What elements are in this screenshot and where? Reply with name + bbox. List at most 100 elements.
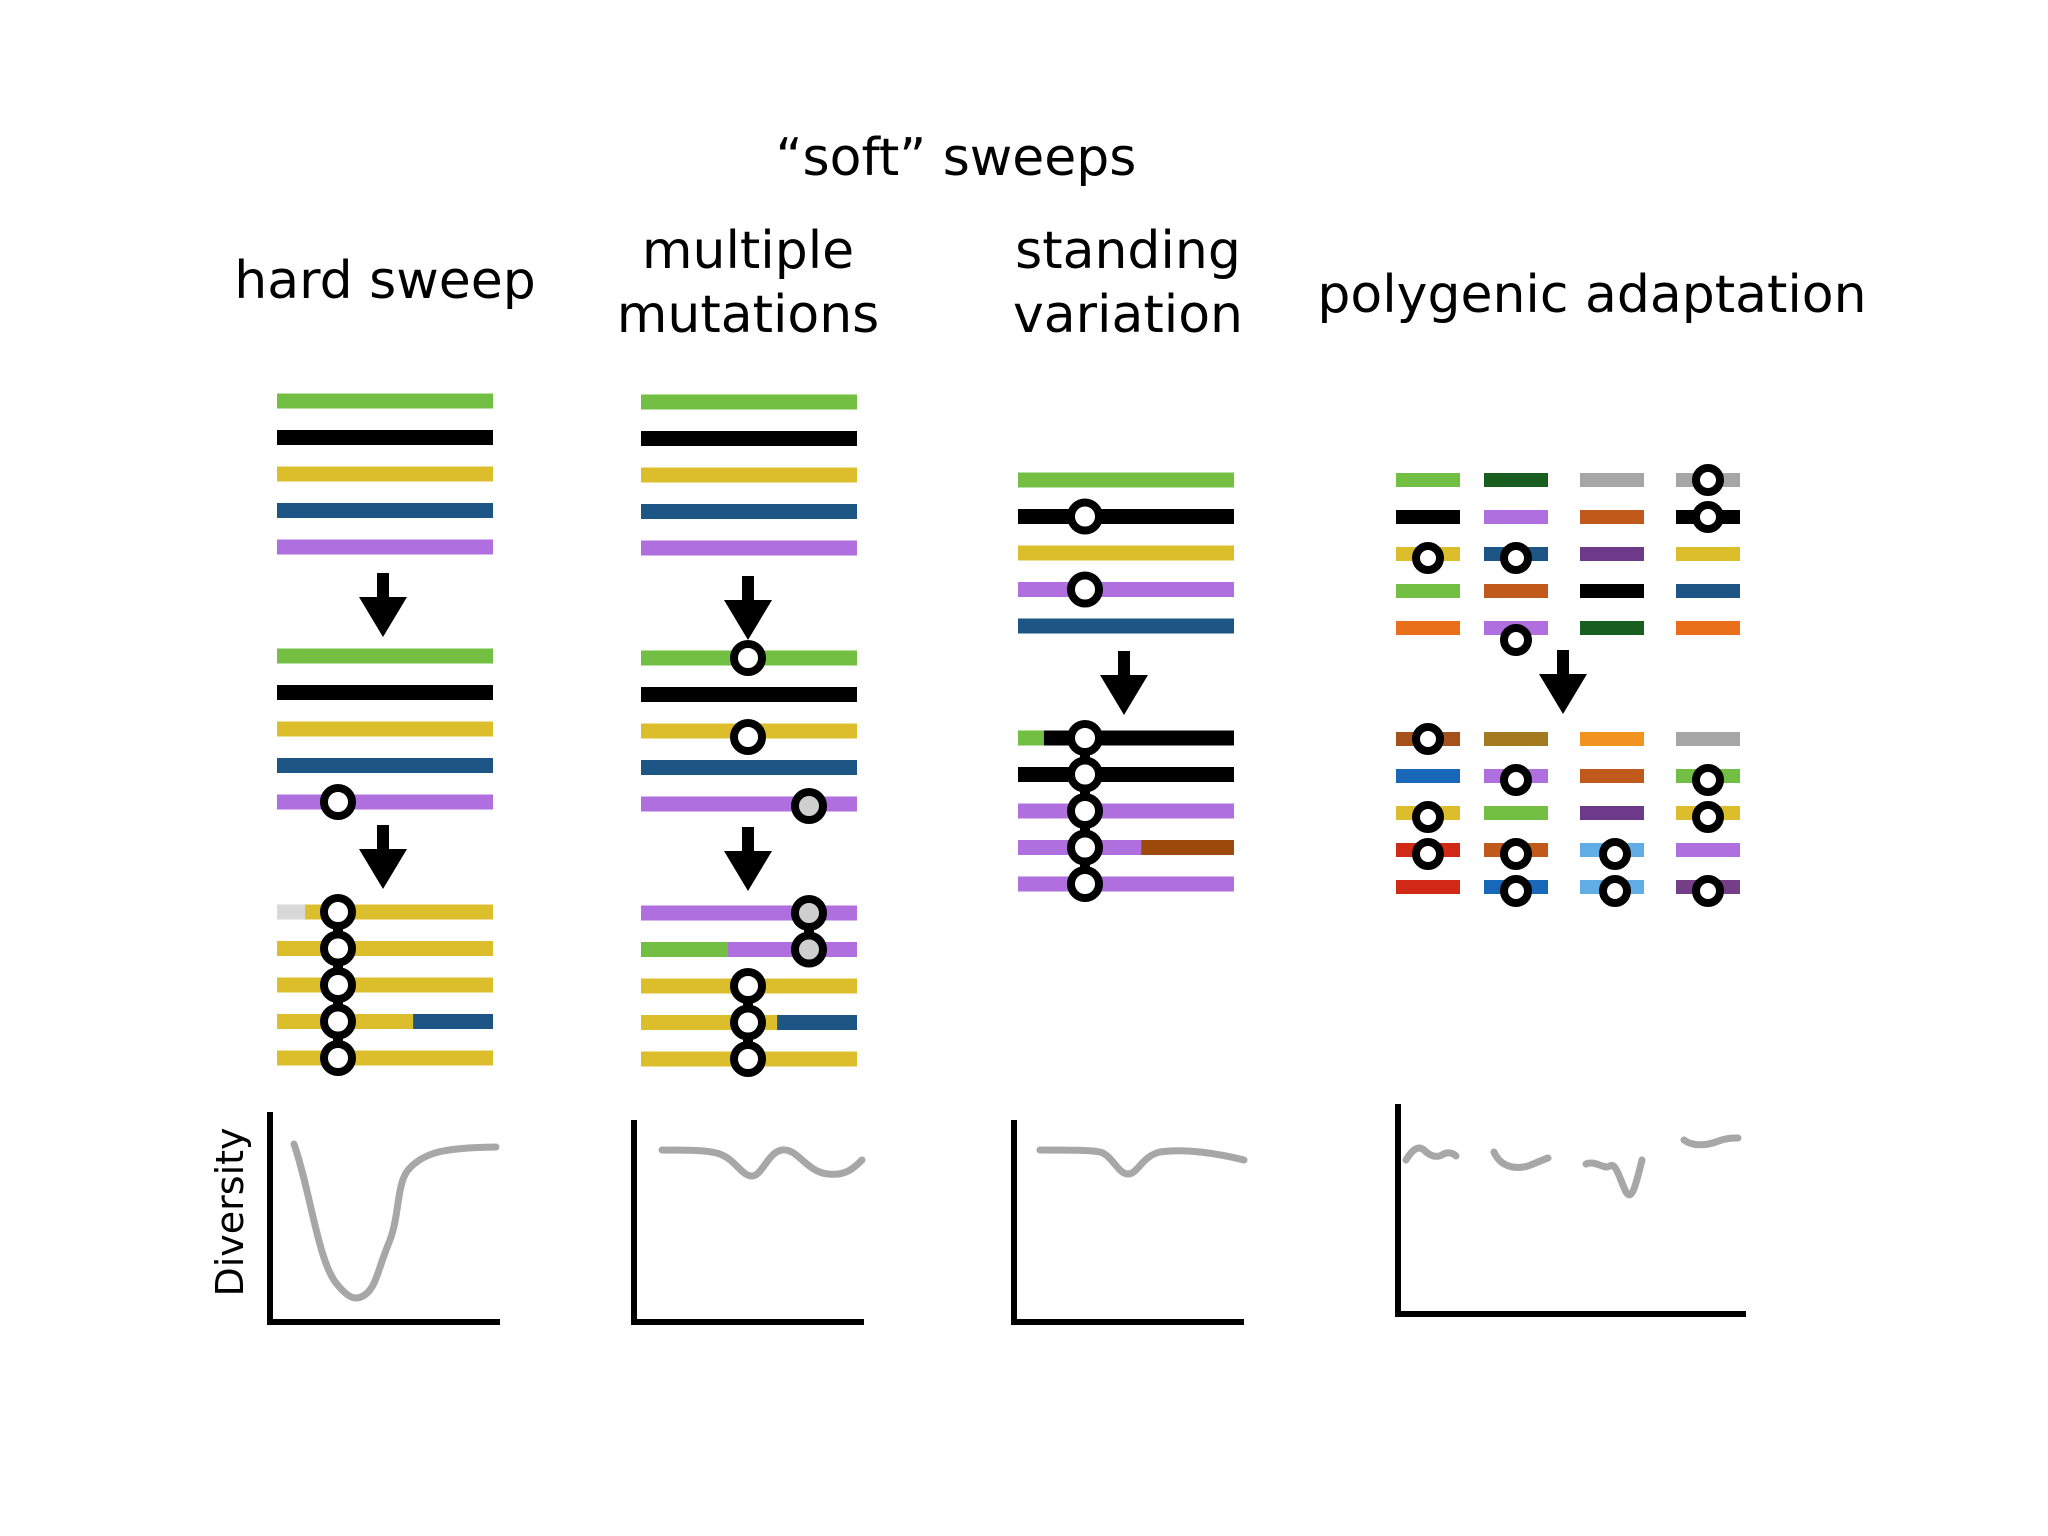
haplotype <box>277 539 493 555</box>
locus-haplotype <box>1484 806 1548 820</box>
locus-haplotype <box>1580 806 1644 820</box>
mutation-marker <box>1500 838 1532 870</box>
mutation-marker <box>1692 764 1724 796</box>
haplotype-right <box>777 1015 857 1030</box>
mutation-marker <box>1500 624 1532 656</box>
locus-haplotype <box>1676 732 1740 746</box>
locus-haplotype <box>1484 584 1548 598</box>
standing-variation-column <box>1018 472 1234 902</box>
multiple-arrow-1 <box>724 576 772 640</box>
diversity-axis-label: Diversity <box>208 1127 252 1296</box>
mutation-marker <box>1692 801 1724 833</box>
haplotype <box>1018 509 1234 524</box>
polygenic-curve-segment-1 <box>1402 1144 1460 1164</box>
mutation-marker <box>1067 793 1103 829</box>
polygenic-curve-segment-4 <box>1680 1134 1742 1149</box>
arrow-shaft <box>742 827 754 853</box>
haplotype <box>277 758 493 773</box>
locus-haplotype <box>1484 473 1548 487</box>
mutation-marker <box>1500 764 1532 796</box>
locus-haplotype <box>1396 880 1460 894</box>
arrows <box>359 573 1587 891</box>
haplotype <box>277 393 493 409</box>
locus-haplotype <box>1396 510 1460 524</box>
mutation-marker <box>730 968 766 1004</box>
haplotype <box>277 977 493 993</box>
mutation-marker <box>1500 875 1532 907</box>
mutation-marker <box>320 784 356 820</box>
mutation-marker <box>320 894 356 930</box>
locus-haplotype <box>1396 473 1460 487</box>
polygenic-curve-segment-3 <box>1582 1156 1646 1199</box>
mutation-marker <box>320 1040 356 1076</box>
haplotype-left <box>641 942 728 957</box>
locus-haplotype <box>1396 584 1460 598</box>
hard-sweep-column <box>277 393 493 1076</box>
mutation-marker <box>1067 829 1103 866</box>
locus-haplotype <box>1484 732 1548 746</box>
mutation-marker <box>1067 571 1103 608</box>
haplotype-right <box>1141 840 1234 855</box>
polygenic-adaptation-diversity-plot <box>1395 1104 1746 1317</box>
arrow-head <box>1539 674 1587 714</box>
hard-sweep-diversity-curve <box>290 1140 500 1302</box>
locus-haplotype <box>1580 732 1644 746</box>
haplotype <box>277 430 493 445</box>
mutation-marker <box>1500 542 1532 574</box>
multiple-mutations-title-line2: mutations <box>617 285 880 345</box>
mutation-marker <box>1412 801 1444 833</box>
standing-variation-diversity-curve <box>1036 1146 1248 1178</box>
arrow-head <box>724 600 772 640</box>
hard-sweep-diversity-plot: Diversity <box>208 1112 500 1325</box>
haplotype <box>1018 472 1234 488</box>
locus-haplotype <box>1580 769 1644 783</box>
haplotype <box>641 504 857 519</box>
standing-variation-axes <box>1011 1120 1244 1325</box>
mutation-marker-alt <box>791 931 827 968</box>
locus-haplotype <box>1580 473 1644 487</box>
mutation-marker <box>1067 866 1103 902</box>
locus-haplotype <box>1676 843 1740 857</box>
locus-haplotype <box>1580 510 1644 524</box>
hard-arrow-2 <box>359 825 407 889</box>
haplotype-left <box>277 904 306 920</box>
mutation-marker <box>1412 542 1444 574</box>
mutation-marker <box>730 1004 766 1041</box>
locus-haplotype <box>1580 584 1644 598</box>
polygenic-adaptation-axes <box>1395 1104 1746 1317</box>
haplotype <box>641 760 857 775</box>
haplotype <box>1018 767 1234 782</box>
mutation-marker <box>320 1003 356 1040</box>
hard-sweep-axes <box>267 1112 500 1325</box>
haplotype <box>641 467 857 483</box>
haplotype <box>1018 545 1234 561</box>
arrow-head <box>1100 675 1148 715</box>
polygenic-arrow <box>1539 650 1587 714</box>
multiple-mutations-diversity-plot <box>631 1120 866 1325</box>
standing-variation-title-line1: standing <box>1015 221 1241 281</box>
haplotype <box>641 394 857 410</box>
mutation-marker <box>730 719 766 755</box>
mutation-marker <box>1067 498 1103 535</box>
haplotype <box>1018 876 1234 892</box>
arrow-head <box>359 849 407 889</box>
soft-sweeps-title: “soft” sweeps <box>776 128 1137 188</box>
standing-variation-diversity-plot <box>1011 1120 1248 1325</box>
mutation-marker <box>730 1041 766 1077</box>
standing-arrow <box>1100 651 1148 715</box>
mutation-marker <box>1599 875 1631 907</box>
arrow-shaft <box>742 576 754 602</box>
locus-haplotype <box>1396 769 1460 783</box>
haplotype <box>277 721 493 737</box>
polygenic-adaptation-column <box>1396 464 1740 907</box>
haplotype <box>277 503 493 518</box>
arrow-head <box>359 597 407 637</box>
locus-haplotype <box>1396 621 1460 635</box>
arrow-head <box>724 851 772 891</box>
locus-haplotype <box>1676 547 1740 561</box>
mutation-marker <box>1692 875 1724 907</box>
locus-haplotype <box>1484 510 1548 524</box>
haplotype <box>277 1050 493 1066</box>
locus-haplotype <box>1580 621 1644 635</box>
